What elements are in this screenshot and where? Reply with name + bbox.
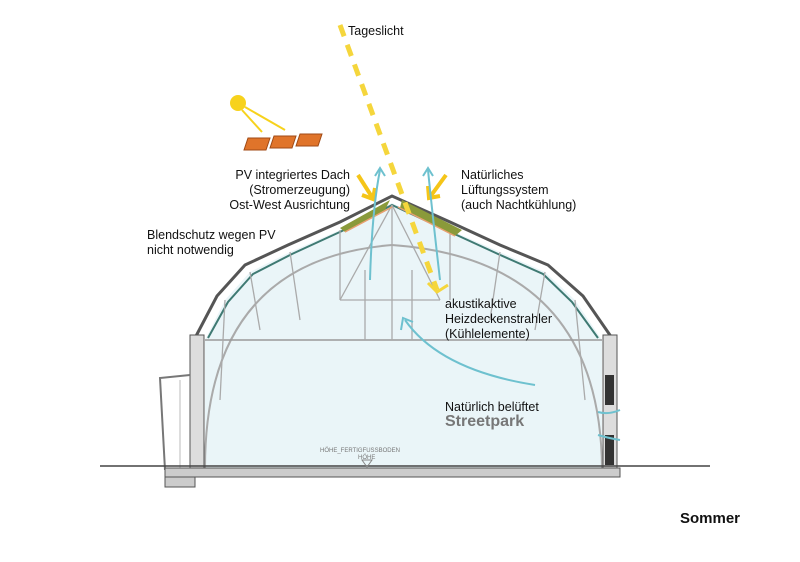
label-floor-level-sub: HÖHE bbox=[358, 455, 376, 461]
label-pv-roof: PV integriertes Dach (Stromerzeugung) Os… bbox=[229, 168, 350, 213]
label-ventilation: Natürliches Lüftungssystem (auch Nachtkü… bbox=[461, 168, 576, 213]
label-line: akustikaktive bbox=[445, 297, 517, 311]
label-line: Ost-West Ausrichtung bbox=[229, 198, 350, 212]
label-line: (auch Nachtkühlung) bbox=[461, 198, 577, 212]
sun-arrow-icons bbox=[356, 173, 448, 202]
roof-outer bbox=[193, 194, 614, 339]
label-streetpark: Streetpark bbox=[445, 413, 525, 430]
label-line: Lüftungssystem bbox=[461, 183, 549, 197]
label-daylight: Tageslicht bbox=[348, 24, 404, 38]
label-line: Heizdeckenstrahler bbox=[445, 312, 552, 326]
label-season: Sommer bbox=[680, 510, 741, 527]
label-line: (Stromerzeugung) bbox=[249, 183, 350, 197]
solar-panel-icons bbox=[243, 133, 323, 151]
floor-slab bbox=[164, 467, 621, 478]
airflow-arrows bbox=[369, 166, 621, 441]
pv-panel-west bbox=[340, 200, 390, 232]
label-glare: Blendschutz wegen PV nicht notwendig bbox=[147, 228, 276, 258]
label-line: PV integriertes Dach bbox=[235, 168, 350, 182]
label-line: (Kühlelemente) bbox=[445, 327, 530, 341]
interior-space bbox=[205, 203, 602, 468]
wall-left bbox=[189, 334, 205, 471]
pv-panel-east bbox=[400, 200, 462, 236]
truss-lines bbox=[219, 204, 586, 401]
label-natural-vent: Natürlich belüftet bbox=[445, 400, 539, 414]
sun-icon bbox=[230, 95, 246, 111]
label-floor-level: HÖHE_FERTIGFUSSBODEN bbox=[320, 448, 400, 454]
label-line: Blendschutz wegen PV bbox=[147, 228, 276, 242]
level-marker-icon bbox=[361, 459, 373, 468]
label-acoustic: akustikaktive Heizdeckenstrahler (Kühlel… bbox=[445, 297, 552, 342]
label-line: Natürliches bbox=[461, 168, 524, 182]
daylight-ray bbox=[337, 24, 440, 291]
label-line: nicht notwendig bbox=[147, 243, 234, 257]
